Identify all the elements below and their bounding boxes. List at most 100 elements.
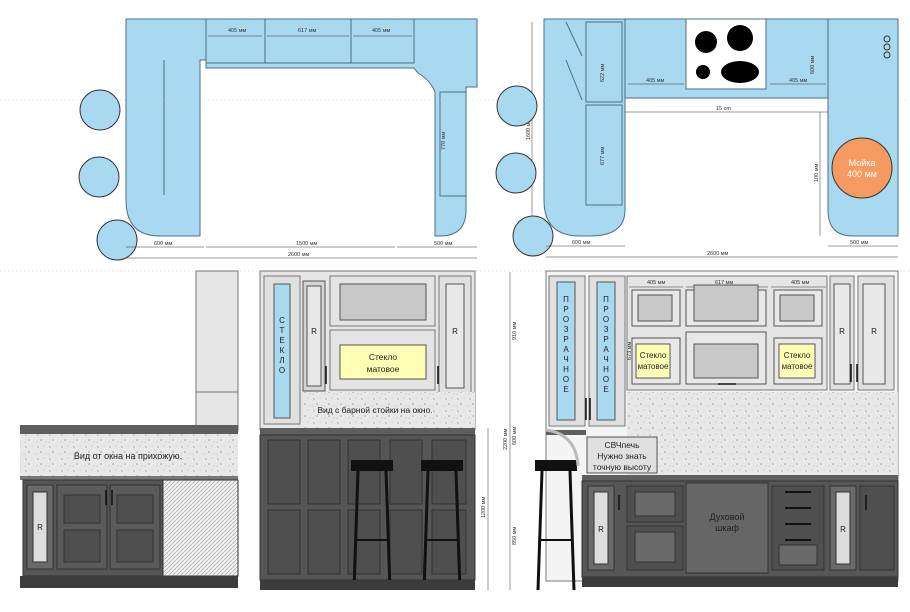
letter: П bbox=[603, 295, 609, 304]
plan-left-right-cabinet bbox=[439, 91, 467, 197]
sink-size: 400 мм bbox=[847, 169, 877, 179]
dim-label: 405 мм bbox=[789, 78, 807, 84]
frosted-glass bbox=[778, 343, 816, 379]
letter: Р bbox=[563, 305, 568, 314]
frosted-glass bbox=[339, 344, 427, 380]
letter: Е bbox=[279, 336, 284, 345]
dim-label: 500 мм bbox=[434, 241, 452, 247]
elev-left: Вид от окна на прихожую. R bbox=[20, 270, 239, 588]
bar-stool bbox=[535, 428, 580, 591]
letter: Е bbox=[563, 385, 568, 394]
backsplash bbox=[627, 392, 898, 475]
frosted-label: Стекло bbox=[640, 351, 667, 360]
letter: Н bbox=[603, 365, 609, 374]
letter: Н bbox=[563, 365, 569, 374]
dim-label: 1200 мм bbox=[481, 496, 487, 518]
bar-stool bbox=[421, 460, 463, 591]
r-label: R bbox=[840, 525, 846, 534]
letter: Р bbox=[603, 305, 608, 314]
stool-seat bbox=[96, 219, 138, 261]
dim-label: 405 мм bbox=[228, 28, 246, 34]
letter: А bbox=[603, 345, 609, 354]
letter: П bbox=[563, 295, 569, 304]
r-label: R bbox=[598, 525, 604, 534]
letter: К bbox=[280, 346, 285, 355]
backsplash bbox=[304, 392, 475, 428]
sink bbox=[831, 137, 893, 199]
countertop-edge bbox=[20, 425, 238, 434]
dim-label: 405 мм bbox=[372, 28, 390, 34]
microwave-label: СВЧпечь bbox=[605, 440, 641, 450]
microwave-label: точную высоту bbox=[593, 462, 652, 472]
glass-insert bbox=[273, 283, 291, 419]
letter: Л bbox=[279, 356, 284, 365]
letter: О bbox=[563, 375, 569, 384]
glass-insert bbox=[556, 281, 576, 421]
plan-left-wall-cabinets bbox=[205, 18, 415, 64]
stool-seat bbox=[496, 85, 538, 127]
dim-label: 1600 мм bbox=[526, 118, 532, 140]
letter: Р bbox=[563, 335, 568, 344]
letter: Ч bbox=[603, 355, 608, 364]
burner bbox=[695, 31, 717, 53]
plan-right: 622 мм 677 мм 405 мм 405 мм 600 мм 15 cm… bbox=[495, 18, 899, 258]
letter: О bbox=[279, 366, 285, 375]
frosted-label: Стекло bbox=[369, 352, 398, 362]
dim-label: 500 мм bbox=[850, 240, 868, 246]
r-label: R bbox=[839, 327, 845, 336]
dim-label: 405 мм bbox=[646, 78, 664, 84]
frosted-glass bbox=[635, 343, 671, 379]
stool-seat bbox=[79, 89, 121, 131]
letter: А bbox=[563, 345, 569, 354]
letter: Ч bbox=[563, 355, 568, 364]
plan-right-counter bbox=[543, 18, 899, 237]
microwave-note bbox=[586, 436, 658, 474]
dim-label: 600 мм bbox=[512, 427, 518, 445]
hatched-panel bbox=[162, 479, 239, 577]
dim-label: 1500 мм bbox=[296, 241, 318, 247]
frosted-label: матовое bbox=[638, 362, 669, 371]
sink-label: Мойка bbox=[849, 158, 876, 168]
elev-middle: С Т Е К Л О R Стекло матовое R Вид с бар… bbox=[259, 270, 518, 591]
burner bbox=[727, 25, 753, 51]
backsplash bbox=[20, 434, 238, 476]
frosted-label: Стекло bbox=[784, 351, 811, 360]
letter: О bbox=[603, 315, 609, 324]
burner bbox=[721, 61, 759, 83]
dim-label: 617 мм bbox=[298, 28, 316, 34]
knob-icon bbox=[883, 35, 891, 43]
letter: Р bbox=[603, 335, 608, 344]
burner bbox=[696, 65, 710, 79]
microwave-label: Нужно знать bbox=[597, 451, 647, 461]
dim-label: 910 мм bbox=[512, 322, 518, 340]
r-label: R bbox=[871, 327, 877, 336]
r-label: R bbox=[452, 327, 458, 336]
oven bbox=[685, 482, 769, 574]
dim-label: 15 cm bbox=[716, 106, 731, 112]
dim-label: 2600 мм bbox=[288, 252, 310, 258]
countertop-edge bbox=[260, 428, 475, 435]
stool-seat bbox=[78, 156, 120, 198]
dim-label: 405 мм bbox=[647, 280, 665, 286]
r-label: R bbox=[311, 327, 317, 336]
steklo-vertical-text: С Т Е К Л О bbox=[279, 316, 285, 375]
letter: О bbox=[603, 375, 609, 384]
prozrachnoe-vertical-text-left: П Р О З Р А Ч Н О Е bbox=[563, 295, 569, 394]
dim-label: 770 мм bbox=[441, 132, 447, 150]
oven-label: Духовой bbox=[710, 512, 745, 522]
dim-label: 673 мм bbox=[627, 342, 633, 360]
dim-label: 405 мм bbox=[791, 280, 809, 286]
letter: З bbox=[604, 325, 609, 334]
dim-label: 2200 мм bbox=[503, 428, 509, 450]
view-label: Вид с барной стойки на окно. bbox=[317, 405, 432, 415]
r-label: R bbox=[37, 523, 43, 532]
frosted-label: матовое bbox=[367, 364, 400, 374]
dim-label: 677 мм bbox=[600, 147, 606, 165]
dim-label: 2600 мм bbox=[707, 251, 729, 257]
dim-label: 100 мм bbox=[814, 164, 820, 182]
dim-label: 617 мм bbox=[715, 280, 733, 286]
letter: Е bbox=[603, 385, 608, 394]
dim-label: 600 мм bbox=[154, 241, 172, 247]
view-label: Вид от окна на прихожую. bbox=[74, 451, 182, 461]
